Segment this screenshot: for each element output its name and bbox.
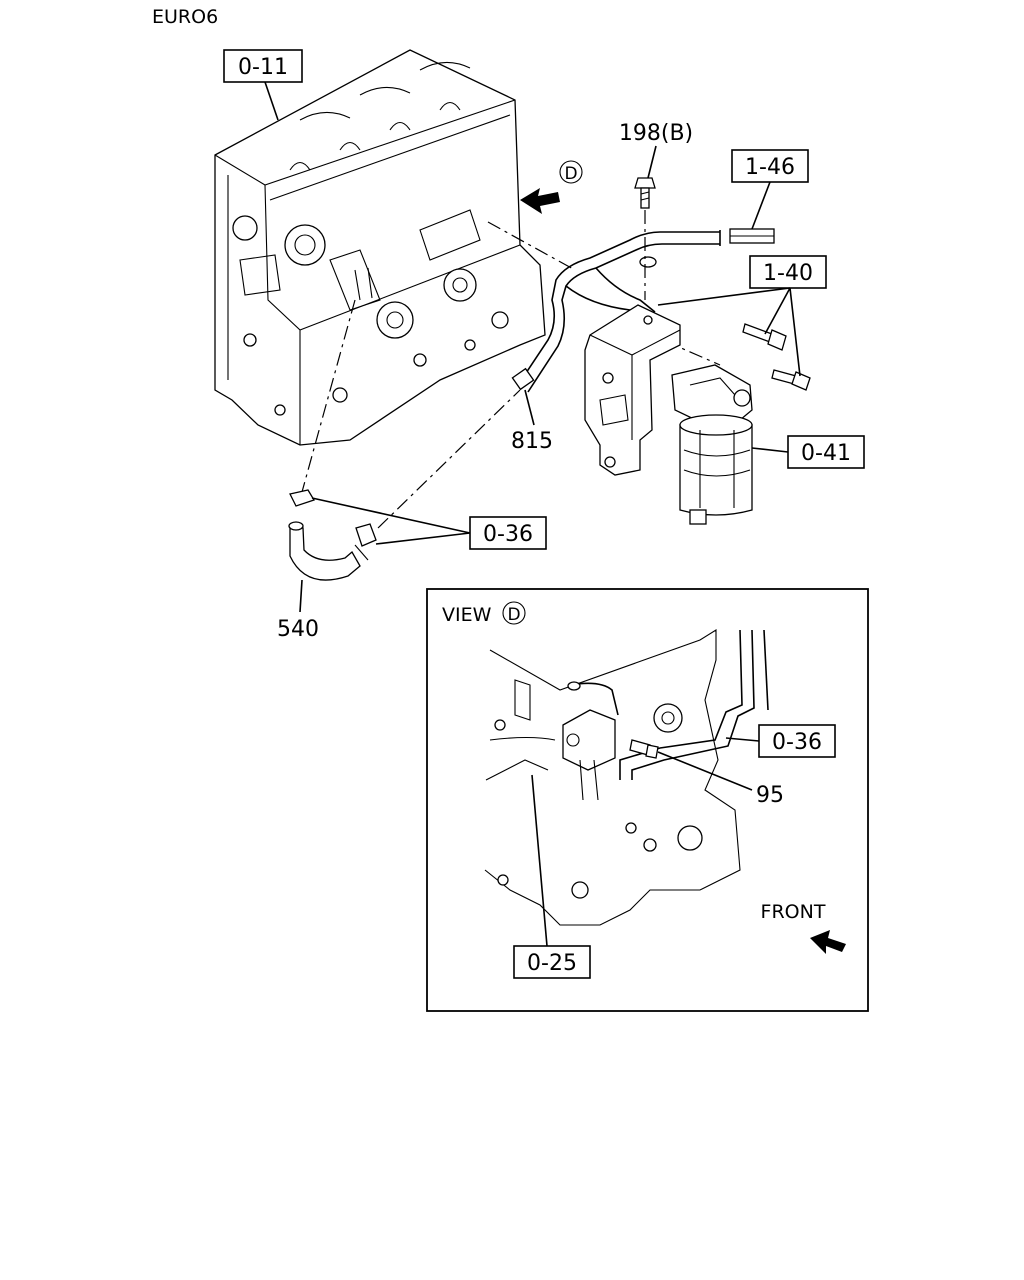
leader-clip-to-pipe xyxy=(377,389,521,529)
callout-fuel-filter: 0-41 xyxy=(751,435,865,469)
svg-text:0-25: 0-25 xyxy=(527,951,577,976)
filter-bracket xyxy=(584,304,681,476)
svg-text:1-40: 1-40 xyxy=(763,261,813,286)
callout-hose-clips: 0-36 xyxy=(311,497,547,550)
hose xyxy=(288,521,369,581)
svg-text:540: 540 xyxy=(277,617,319,642)
view-d-arrow-icon xyxy=(520,188,560,214)
view-d-inset: VIEW D xyxy=(426,588,869,1012)
svg-text:815: 815 xyxy=(511,429,553,454)
engine-block xyxy=(214,49,546,446)
front-indicator: FRONT xyxy=(761,901,846,954)
view-label: VIEW xyxy=(442,604,492,626)
svg-text:0-36: 0-36 xyxy=(772,730,822,755)
callout-hose: 540 xyxy=(277,579,319,642)
svg-text:0-41: 0-41 xyxy=(801,441,851,466)
svg-text:0-11: 0-11 xyxy=(238,55,288,80)
callout-fuel-pipe: 815 xyxy=(511,389,553,454)
top-bolt xyxy=(634,177,656,209)
svg-text:1-46: 1-46 xyxy=(745,155,795,180)
callout-view-clip: 0-36 xyxy=(725,724,836,758)
variant-label: EURO6 xyxy=(152,6,218,28)
svg-text:95: 95 xyxy=(756,783,784,808)
view-marker-inset: D xyxy=(507,605,520,625)
fuel-filter xyxy=(671,364,753,525)
fuel-pipe xyxy=(511,230,721,393)
svg-text:FRONT: FRONT xyxy=(761,901,826,923)
leader-pipe-to-block xyxy=(487,221,576,271)
callout-bracket-bolts: 1-40 xyxy=(657,255,827,377)
callout-engine-block: 0-11 xyxy=(223,49,303,121)
callout-view-bracket: 0-25 xyxy=(513,774,591,979)
callout-pipe-sleeve: 1-46 xyxy=(731,149,809,230)
svg-text:D: D xyxy=(564,164,577,184)
bracket-bolts xyxy=(742,323,811,391)
pipe-sleeve xyxy=(729,228,775,244)
view-d-marker: D xyxy=(520,160,583,214)
front-arrow-icon xyxy=(810,930,846,954)
callout-view-bolt: 95 xyxy=(657,751,784,808)
svg-text:198(B): 198(B) xyxy=(619,121,693,146)
callout-top-bolt: 198(B) xyxy=(619,121,693,179)
hose-clips xyxy=(289,489,377,547)
svg-text:0-36: 0-36 xyxy=(483,522,533,547)
leader-hose-to-block xyxy=(301,299,356,493)
